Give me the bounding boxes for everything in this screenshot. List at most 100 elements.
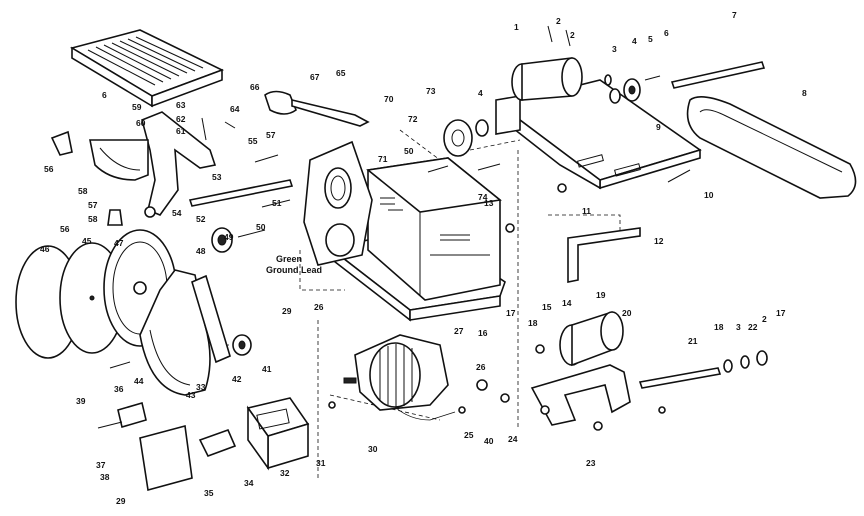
lower-shaft: [638, 350, 768, 389]
callout-51: 51: [272, 198, 282, 208]
callout-61: 61: [176, 126, 186, 136]
callout-17: 17: [506, 308, 516, 318]
callout-3b: 3: [736, 322, 741, 332]
tracking-bracket: [567, 227, 641, 283]
callout-72: 72: [408, 114, 418, 124]
note-line-2: Ground Lead: [266, 265, 322, 275]
drive-pulley-73: [443, 119, 489, 157]
callout-71: 71: [378, 154, 388, 164]
callout-57: 57: [266, 130, 276, 140]
callout-64: 64: [230, 104, 240, 114]
part-number-callouts: 1 2 2 3 4 4 5 6 7 8 9 10 11 12 13 14 15 …: [40, 10, 807, 506]
work-table: [69, 29, 225, 108]
callout-70: 70: [384, 94, 394, 104]
callout-29b: 29: [116, 496, 126, 506]
callout-1: 1: [514, 22, 519, 32]
callout-66: 66: [250, 82, 260, 92]
callout-6b: 6: [102, 90, 107, 100]
callout-33: 33: [196, 382, 206, 392]
callout-58: 58: [78, 186, 88, 196]
callout-3: 3: [612, 44, 617, 54]
callout-13: 13: [484, 198, 494, 208]
callout-20: 20: [622, 308, 632, 318]
callout-18b: 18: [714, 322, 724, 332]
callout-6: 6: [664, 28, 669, 38]
main-base: [328, 157, 506, 322]
callout-47: 47: [114, 238, 124, 248]
callout-59: 59: [132, 102, 142, 112]
callout-56b: 56: [60, 224, 70, 234]
callout-24: 24: [508, 434, 518, 444]
drive-pulleys: [191, 227, 252, 364]
callout-30: 30: [368, 444, 378, 454]
shaft-53: [188, 179, 294, 207]
callout-43: 43: [186, 390, 196, 400]
callout-34: 34: [244, 478, 254, 488]
callout-46: 46: [40, 244, 50, 254]
callout-57b: 57: [88, 200, 98, 210]
callout-45: 45: [82, 236, 92, 246]
callout-29: 29: [282, 306, 292, 316]
callout-38: 38: [100, 472, 110, 482]
lower-drum: [559, 311, 624, 367]
callout-16: 16: [478, 328, 488, 338]
callout-17b: 17: [776, 308, 786, 318]
callout-73: 73: [426, 86, 436, 96]
callout-55: 55: [248, 136, 258, 146]
callout-11: 11: [582, 206, 591, 216]
lower-bracket: [530, 364, 631, 426]
callout-5: 5: [648, 34, 653, 44]
callout-50: 50: [256, 222, 266, 232]
callout-37: 37: [96, 460, 106, 470]
callout-2b: 2: [570, 30, 575, 40]
callout-58b: 58: [88, 214, 98, 224]
sanding-belt: [686, 96, 857, 199]
callout-2c: 2: [762, 314, 767, 324]
callout-44: 44: [134, 376, 144, 386]
belt-frame: [495, 79, 702, 190]
callout-65: 65: [336, 68, 346, 78]
callout-9: 9: [656, 122, 661, 132]
callout-54: 54: [172, 208, 182, 218]
callout-10: 10: [704, 190, 714, 200]
callout-36: 36: [114, 384, 124, 394]
callout-48: 48: [196, 246, 206, 256]
callout-67: 67: [310, 72, 320, 82]
table-support-bracket: [141, 111, 217, 218]
callout-25: 25: [464, 430, 474, 440]
callout-35: 35: [204, 488, 214, 498]
washers-top: [604, 74, 661, 104]
callout-26b: 26: [314, 302, 324, 312]
callout-63: 63: [176, 100, 186, 110]
top-drum: [511, 57, 583, 101]
callout-56: 56: [44, 164, 54, 174]
callout-32: 32: [280, 468, 290, 478]
green-ground-lead-note: Green Ground Lead: [266, 254, 322, 275]
callout-8: 8: [802, 88, 807, 98]
tilt-handle: [264, 90, 370, 127]
callout-19: 19: [596, 290, 606, 300]
callout-50b: 50: [404, 146, 414, 156]
callout-21: 21: [688, 336, 698, 346]
callout-23: 23: [586, 458, 596, 468]
callout-52: 52: [196, 214, 206, 224]
callout-14: 14: [562, 298, 572, 308]
drum-shaft: [670, 61, 766, 89]
callout-22: 22: [748, 322, 758, 332]
callout-74: 74: [478, 192, 488, 202]
callout-40: 40: [484, 436, 494, 446]
callout-31: 31: [316, 458, 326, 468]
callout-4: 4: [632, 36, 637, 46]
callout-41: 41: [262, 364, 272, 374]
callout-7: 7: [732, 10, 737, 20]
callout-53: 53: [212, 172, 222, 182]
switch-box: [117, 397, 310, 492]
hardware-screws: [50, 25, 691, 431]
callout-12: 12: [654, 236, 664, 246]
callout-42: 42: [232, 374, 242, 384]
motor-mount: [303, 140, 373, 266]
callout-18: 18: [528, 318, 538, 328]
callout-2: 2: [556, 16, 561, 26]
callout-26: 26: [476, 362, 486, 372]
